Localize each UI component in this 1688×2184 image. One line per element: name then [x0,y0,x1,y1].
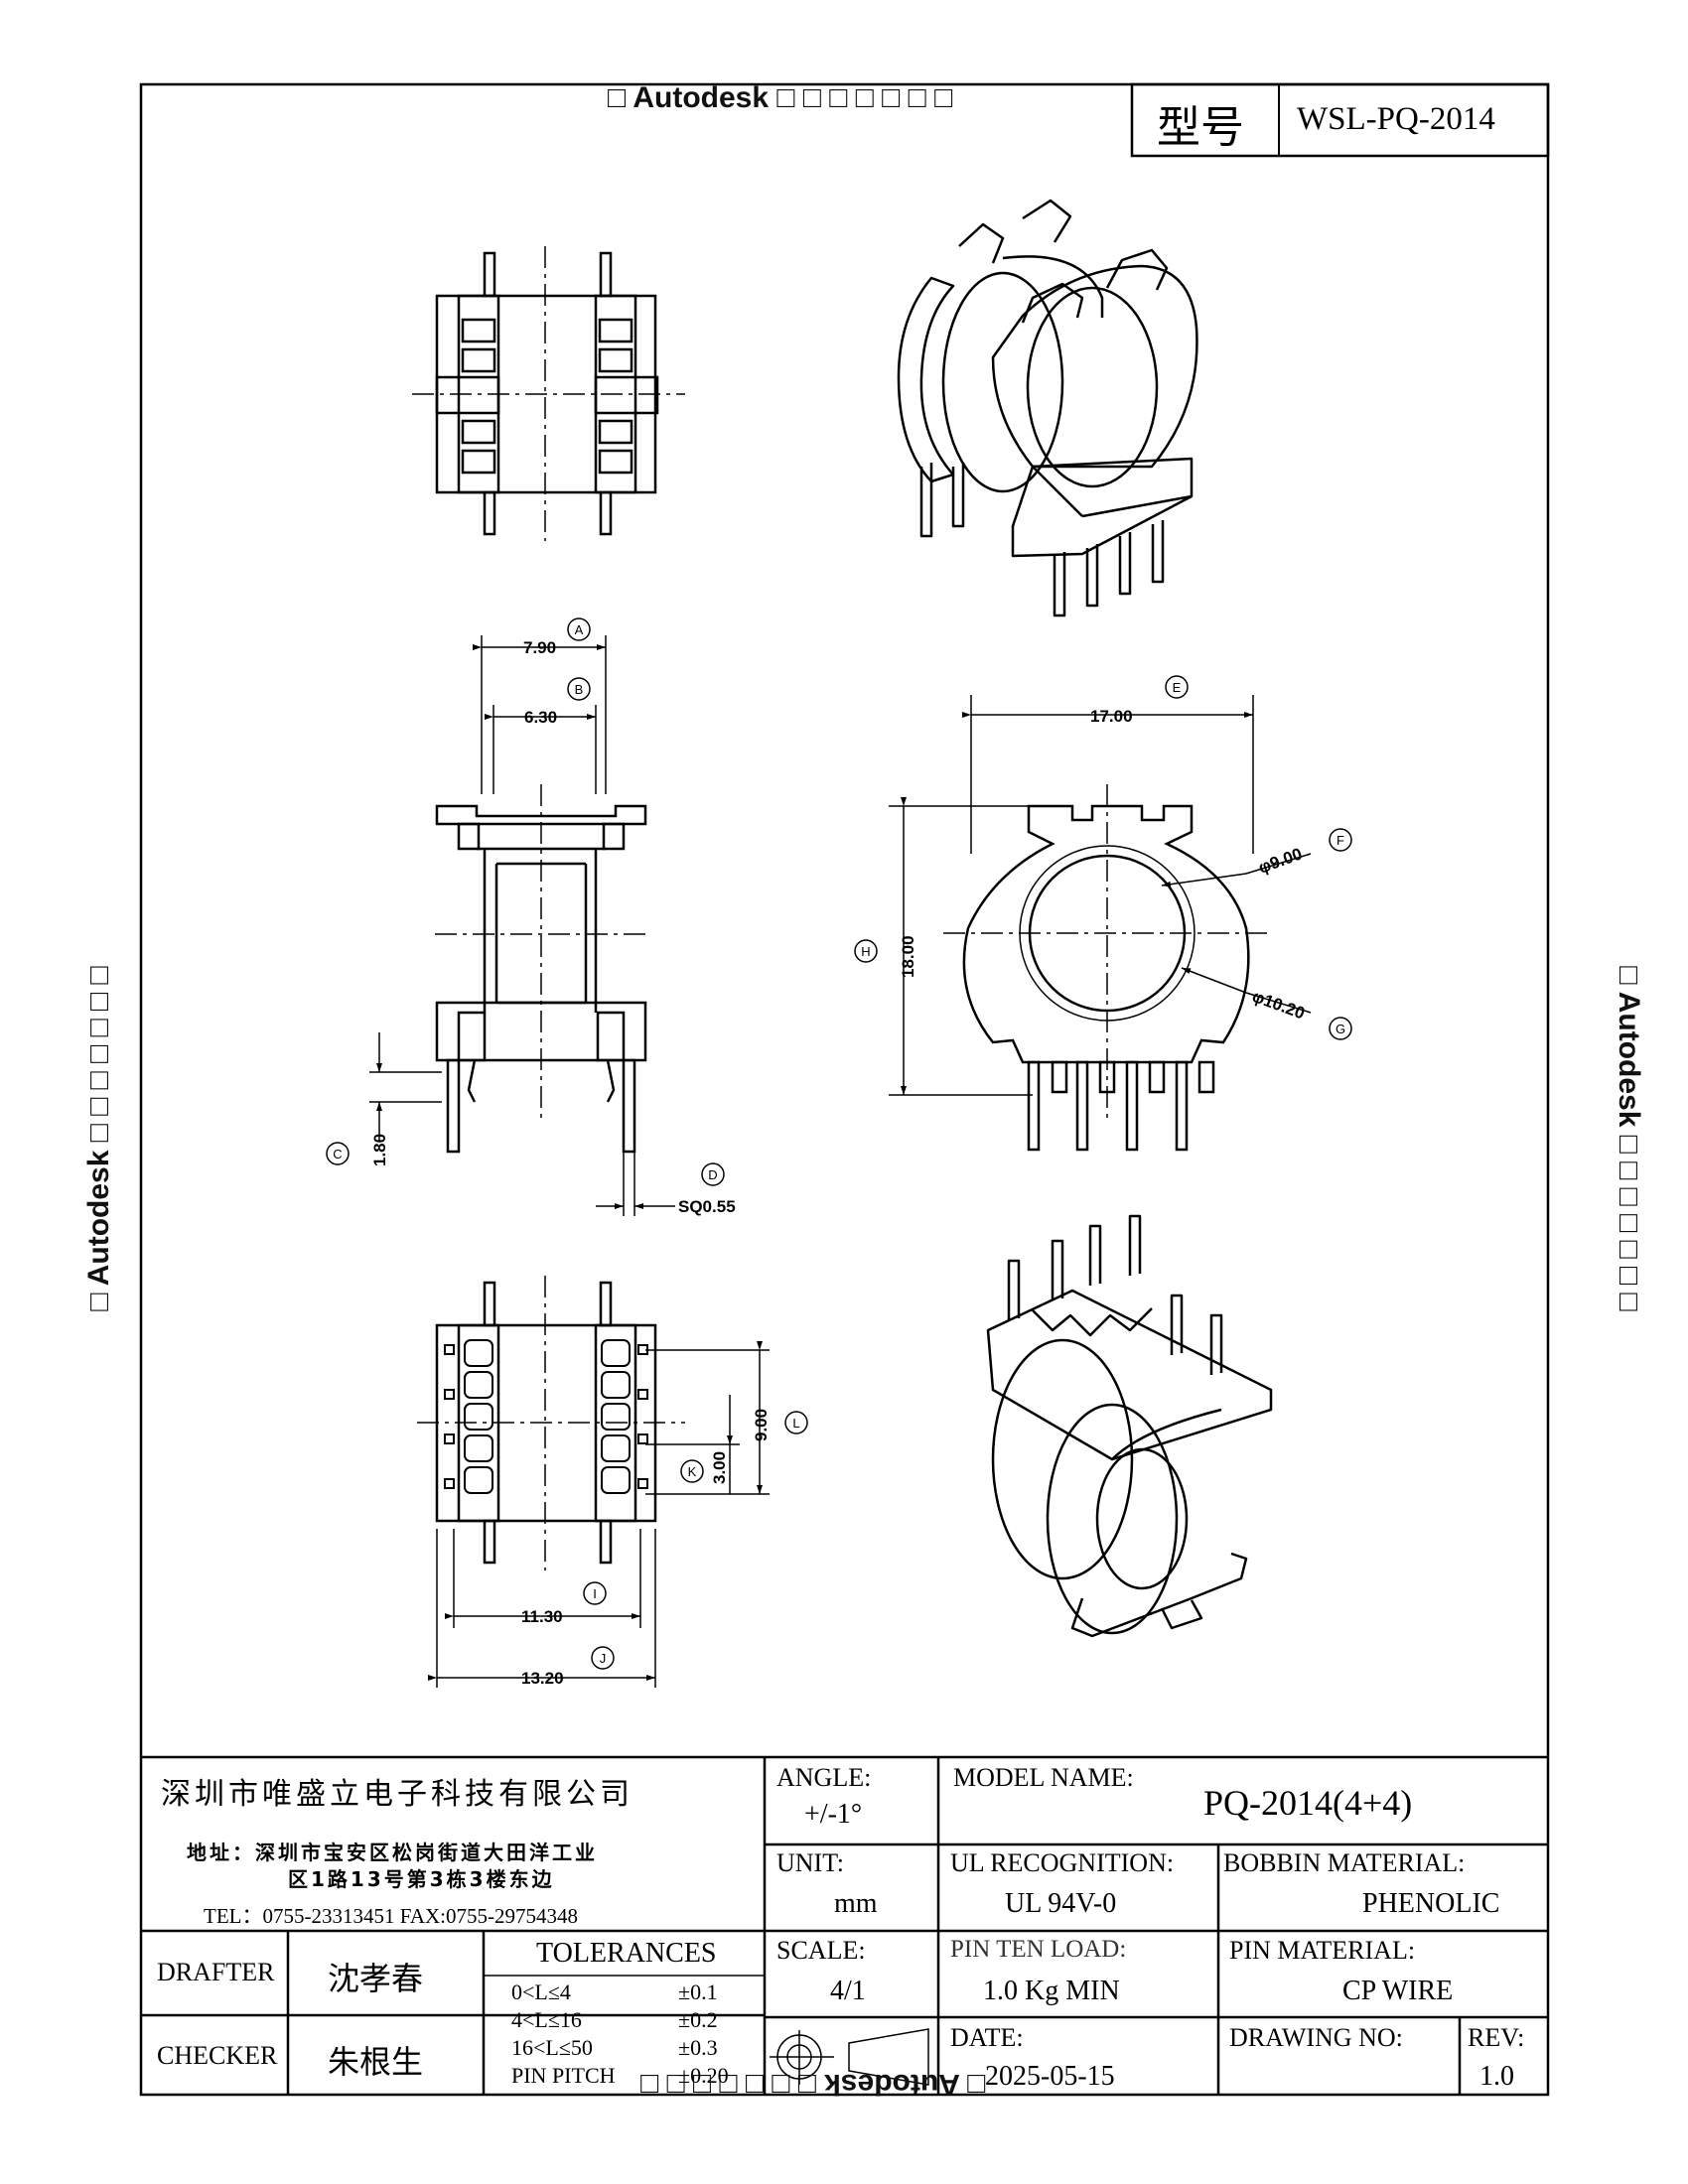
front-view-centerlines [435,784,650,1122]
drafter-label: DRAFTER [157,1958,275,1986]
side-view-top-centerlines [412,246,685,541]
scale-value: 4/1 [830,1976,866,2006]
tag-h: H [861,944,870,959]
company-address-1: 地址：深圳市宝安区松岗街道大田洋工业 [187,1841,598,1864]
bobbin-value: PHENOLIC [1362,1888,1500,1919]
scale-label: SCALE: [776,1936,866,1965]
drawing-frame [139,82,1550,2097]
pin-load-label: PIN TEN LOAD: [950,1936,1127,1963]
projection-symbol [770,2028,929,2086]
company-address-2: 区1路13号第3栋3楼东边 [288,1867,555,1891]
drawing-no-label: DRAWING NO: [1229,2023,1403,2052]
dim-b-value: 6.30 [524,708,557,727]
model-name-value: PQ-2014(4+4) [1203,1783,1413,1823]
dimension-tag-letters: A B C D E F G H I J K L [333,622,1345,1666]
model-code: WSL-PQ-2014 [1297,101,1495,137]
ul-label: UL RECOGNITION: [950,1848,1175,1877]
top-view-centerlines [943,784,1271,1122]
dim-l-value: 9.00 [752,1409,771,1441]
unit-value: mm [834,1888,878,1919]
iso-view-bottom [986,1214,1273,1638]
dimension-values: 7.90 6.30 1.80 SQ0.55 17.00 φ9.00 φ10.20… [370,638,1308,1688]
rev-value: 1.0 [1479,2061,1514,2092]
model-label: 型号 [1157,103,1244,152]
model-name-label: MODEL NAME: [953,1763,1134,1792]
tag-b: B [575,682,584,697]
tag-j: J [600,1651,607,1666]
dim-c-value: 1.80 [370,1134,389,1166]
tag-k: K [688,1464,697,1479]
company-contact: TEL：0755-23313451 FAX:0755-29754348 [204,1904,579,1928]
pin-load-value: 1.0 Kg MIN [983,1976,1120,2006]
pin-material-label: PIN MATERIAL: [1229,1936,1416,1965]
tol-range-4: PIN PITCH [511,2063,616,2088]
tolerances-label: TOLERANCES [536,1938,717,1969]
dim-i-value: 11.30 [521,1607,563,1626]
dim-f-value: φ9.00 [1256,844,1305,877]
date-value: 2025-05-15 [985,2061,1115,2092]
drafter-name: 沈孝春 [328,1960,424,1997]
tol-value-4: ±0.20 [678,2063,729,2088]
pin-material-value: CP WIRE [1342,1976,1454,2006]
tag-a: A [575,622,584,637]
bottom-view-centerlines [417,1276,685,1570]
watermark-right: □ Autodesk □ □ □ □ □ □ □ [1613,966,1645,1311]
checker-label: CHECKER [157,2041,278,2070]
company-name: 深圳市唯盛立电子科技有限公司 [161,1777,633,1812]
checker-name: 朱根生 [328,2043,424,2081]
bobbin-label: BOBBIN MATERIAL: [1223,1848,1466,1877]
dimension-tags [326,617,1352,1670]
date-label: DATE: [950,2023,1024,2052]
tag-d: D [708,1167,717,1182]
dim-h-value: 18.00 [899,935,917,978]
tol-range-2: 4<L≤16 [511,2007,582,2032]
dim-d-value: SQ0.55 [678,1197,736,1216]
angle-value: +/-1° [804,1799,863,1830]
rev-label: REV: [1468,2023,1525,2052]
tag-c: C [333,1147,342,1161]
unit-label: UNIT: [776,1848,845,1877]
tol-value-2: ±0.2 [678,2007,718,2032]
tol-range-3: 16<L≤50 [511,2035,593,2060]
tag-i: I [593,1586,597,1601]
dim-a-value: 7.90 [523,638,556,657]
dim-e-value: 17.00 [1090,707,1133,726]
dim-k-value: 3.00 [710,1451,729,1484]
watermark-left: □ Autodesk □ □ □ □ □ □ □ [82,966,115,1311]
dimension-lines [369,635,1312,1688]
tag-f: F [1336,833,1344,848]
dim-j-value: 13.20 [521,1669,564,1688]
tag-e: E [1173,680,1182,695]
header-model-box [1130,82,1550,158]
tag-l: L [792,1416,799,1431]
title-block-grid [141,1755,1548,2095]
tol-range-1: 0<L≤4 [511,1979,571,2004]
tol-value-1: ±0.1 [678,1979,718,2004]
tol-value-3: ±0.3 [678,2035,718,2060]
watermark-top: □ Autodesk □ □ □ □ □ □ □ [608,81,953,114]
dim-g-value: φ10.20 [1250,987,1308,1024]
iso-view-top [897,199,1198,617]
tag-g: G [1336,1022,1345,1036]
ul-value: UL 94V-0 [1005,1888,1117,1919]
angle-label: ANGLE: [776,1763,872,1792]
